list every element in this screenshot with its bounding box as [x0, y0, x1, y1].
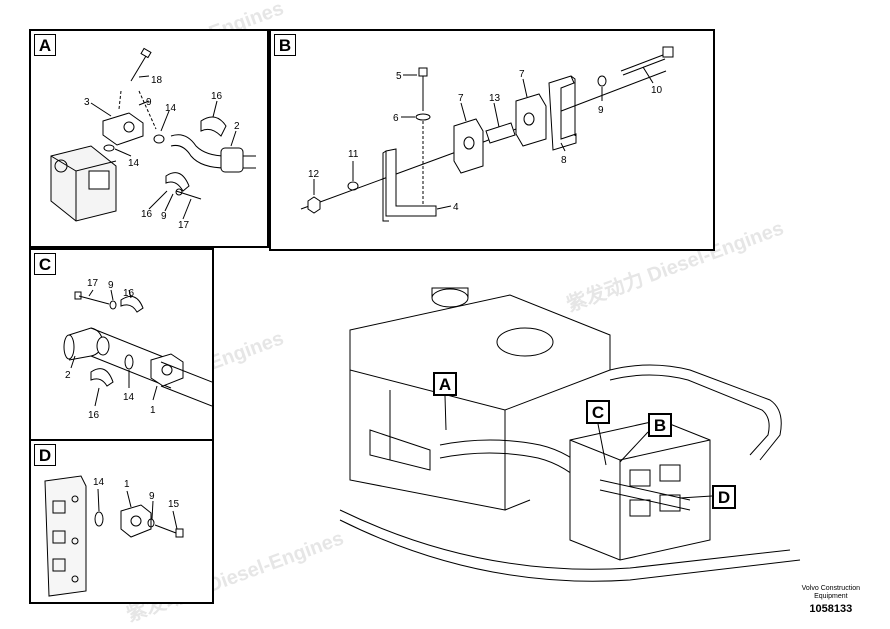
panel-c-drawing: 17 9 16 2 14 1 16 — [63, 278, 213, 421]
detail-panel-a: A — [29, 29, 269, 248]
part-label: 14 — [123, 392, 135, 403]
brand-line-2: Equipment — [814, 593, 848, 600]
part-label: 9 — [598, 105, 604, 116]
part-label: 5 — [396, 71, 402, 82]
part-label: 16 — [123, 288, 135, 299]
detail-panel-d: D 14 1 9 15 — [29, 439, 214, 604]
part-label: 9 — [108, 280, 114, 291]
part-label: 16 — [211, 91, 223, 102]
part-label: 3 — [84, 97, 90, 108]
part-label: 9 — [161, 211, 167, 222]
callout-c: C — [586, 400, 610, 424]
part-label: 14 — [165, 103, 177, 114]
part-label: 9 — [149, 491, 155, 502]
part-label: 2 — [234, 121, 240, 132]
panel-tag-a: A — [34, 34, 56, 56]
detail-panel-c: C 17 9 16 2 14 1 16 — [29, 248, 214, 441]
callout-a: A — [433, 372, 457, 396]
part-label: 6 — [393, 113, 399, 124]
part-label: 17 — [178, 220, 190, 231]
part-label: 4 — [453, 202, 459, 213]
part-label: 18 — [151, 75, 163, 86]
panel-tag-b: B — [274, 34, 296, 56]
detail-panel-b: B — [269, 29, 715, 251]
panel-b-drawing: 5 6 7 13 7 9 10 8 11 12 4 — [300, 46, 674, 222]
part-label: 1 — [124, 479, 130, 490]
part-label: 14 — [128, 158, 140, 169]
part-label: 15 — [168, 499, 180, 510]
part-label: 12 — [308, 169, 320, 180]
brand-line-1: Volvo Construction — [801, 585, 860, 592]
callout-b: B — [648, 413, 672, 437]
part-label: 9 — [146, 97, 152, 108]
part-label: 7 — [519, 69, 525, 80]
part-label: 13 — [489, 93, 501, 104]
part-label: 17 — [87, 278, 99, 289]
panel-tag-c: C — [34, 253, 56, 275]
part-label: 8 — [561, 155, 567, 166]
panel-a-drawing: 18 3 9 14 16 2 14 16 9 17 — [50, 47, 256, 231]
panel-tag-d: D — [34, 444, 56, 466]
part-label: 16 — [141, 209, 153, 220]
callout-d: D — [712, 485, 736, 509]
part-label: 7 — [458, 93, 464, 104]
part-label: 2 — [65, 370, 71, 381]
part-label: 16 — [88, 410, 100, 421]
part-label: 11 — [348, 149, 359, 160]
main-assembly-drawing — [339, 287, 801, 582]
part-label: 1 — [150, 405, 156, 416]
panel-d-drawing: 14 1 9 15 — [44, 475, 184, 597]
part-number: 1058133 — [809, 603, 853, 615]
part-label: 14 — [93, 477, 105, 488]
document-footer: Volvo Construction Equipment 1058133 — [802, 585, 860, 615]
part-label: 10 — [651, 85, 663, 96]
